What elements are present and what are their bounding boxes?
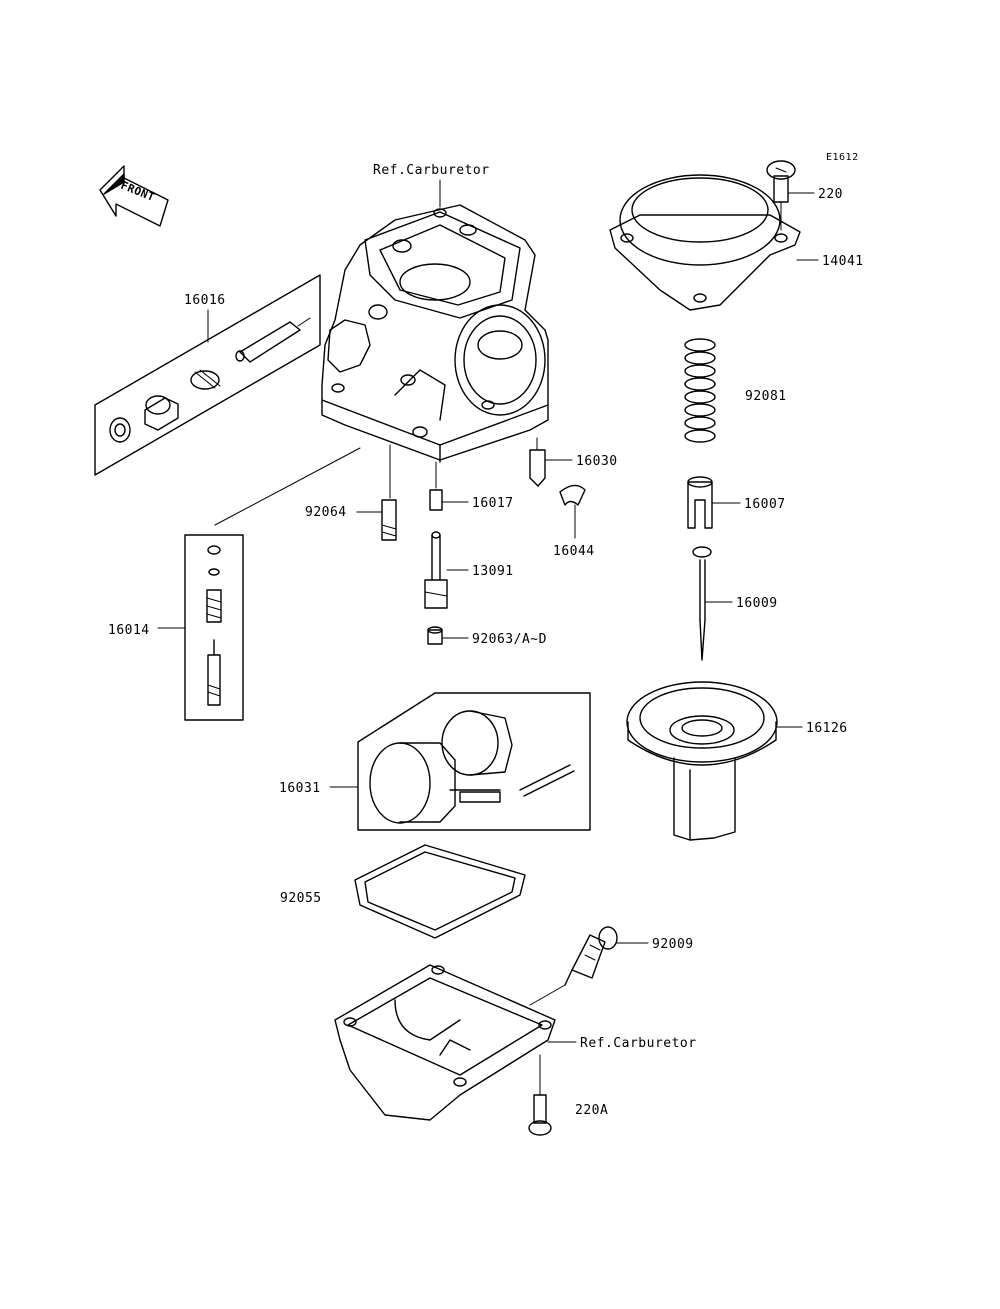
part-92055-gasket [354, 844, 526, 939]
part-92009-screw [564, 926, 618, 986]
part-14041-cover [609, 174, 801, 311]
part-label-16030: 16030 [576, 454, 618, 469]
part-label-16014: 16014 [108, 623, 150, 638]
diagram-code: E1612 [826, 152, 859, 163]
part-label-16126: 16126 [806, 721, 848, 736]
part-16007-holder [687, 476, 713, 529]
part-label-16009: 16009 [736, 596, 778, 611]
part-16031-assembly [357, 692, 591, 831]
part-label-13091: 13091 [472, 564, 514, 579]
part-label-92055: 92055 [280, 891, 322, 906]
part-220-screw [766, 160, 796, 231]
part-13091 [424, 531, 448, 609]
float-bowl [334, 964, 556, 1121]
part-label-16007: 16007 [744, 497, 786, 512]
part-label-92063: 92063/A~D [472, 632, 547, 647]
part-label-ref-carburetor-bottom: Ref.Carburetor [580, 1036, 697, 1051]
part-220A-screw [528, 1054, 552, 1136]
part-16030 [529, 437, 546, 487]
part-label-16017: 16017 [472, 496, 514, 511]
part-16014-assembly [184, 534, 244, 721]
part-label-92064: 92064 [305, 505, 347, 520]
part-92063 [427, 626, 443, 645]
part-label-220: 220 [818, 187, 843, 202]
part-16009-needle [692, 546, 712, 661]
part-label-92009: 92009 [652, 937, 694, 952]
part-label-ref-carburetor-top: Ref.Carburetor [373, 163, 490, 178]
part-16126-diaphragm [626, 681, 778, 841]
part-16017 [429, 461, 443, 511]
part-label-220A: 220A [575, 1103, 608, 1118]
part-label-16016: 16016 [184, 293, 226, 308]
front-arrow-icon: FRONT [99, 165, 169, 227]
part-16044 [559, 484, 586, 506]
part-label-14041: 14041 [822, 254, 864, 269]
part-label-16044: 16044 [553, 544, 595, 559]
part-16016-assembly [94, 274, 321, 476]
part-92064 [381, 444, 397, 541]
part-label-16031: 16031 [279, 781, 321, 796]
carburetor-body [321, 204, 549, 463]
part-label-92081: 92081 [745, 389, 787, 404]
part-92081-spring [684, 338, 716, 443]
